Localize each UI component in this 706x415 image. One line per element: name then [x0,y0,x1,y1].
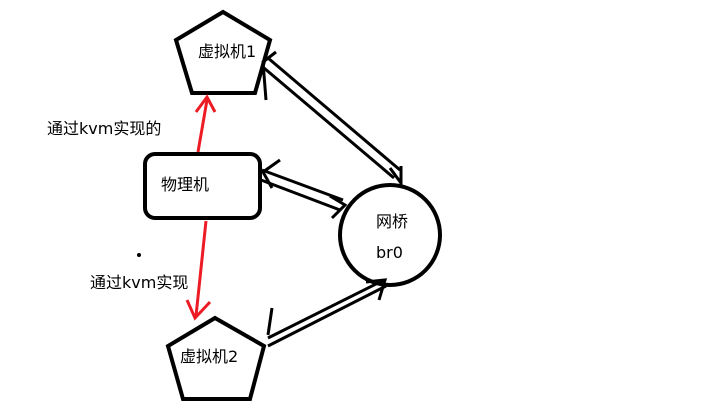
vm2-label: 虚拟机2 [180,347,238,366]
bridge-label-line2: br0 [376,243,403,262]
bridge-label-line1: 网桥 [376,212,408,231]
bridge-link-host [260,158,348,220]
bridge-link-vm2 [266,278,388,348]
bridge-node [338,183,442,287]
vm1-node [173,9,273,95]
host-label: 物理机 [161,175,209,194]
vm1-label: 虚拟机1 [198,42,256,61]
bridge-link-vm1 [261,50,403,188]
kvm-link-vm1 [194,94,217,153]
vm2-node [165,315,267,401]
kvm-link-vm2 [185,220,212,321]
stray-dot [137,253,141,257]
kvm-link-vm1-label: 通过kvm实现的 [47,119,161,138]
kvm-link-vm2-label: 通过kvm实现 [90,273,188,292]
host-node [143,152,262,220]
